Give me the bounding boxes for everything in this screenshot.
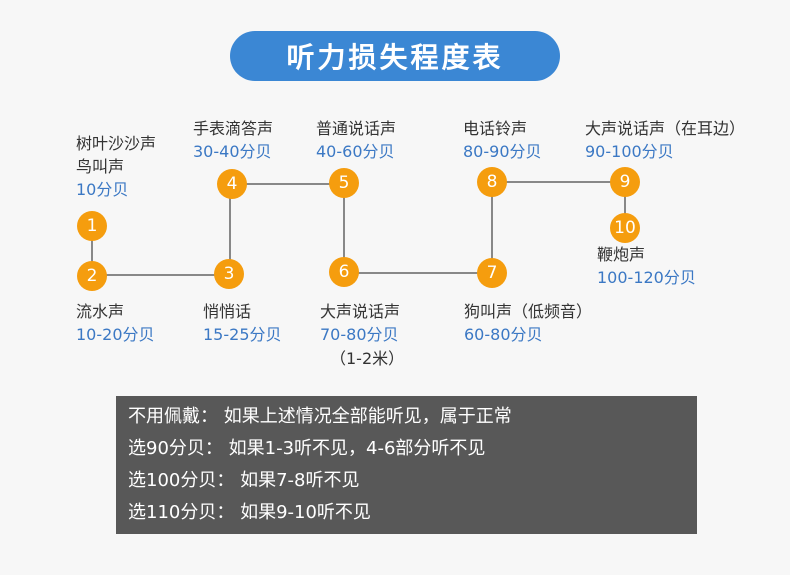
note-row-100db: 选100分贝： 如果7-8听不见 xyxy=(128,470,360,491)
node-9-name: 大声说话声（在耳边） xyxy=(585,119,746,138)
label-node-5: 普通说话声 40-60分贝 xyxy=(316,117,396,164)
notes-box: 不用佩戴： 如果上述情况全部能听见，属于正常 选90分贝： 如果1-3听不见，4… xyxy=(116,396,697,534)
node-4: 4 xyxy=(217,169,247,199)
node-8: 8 xyxy=(477,167,507,197)
node-10: 10 xyxy=(610,213,640,243)
node-3-name: 悄悄话 xyxy=(203,302,252,321)
node-1-db: 10分贝 xyxy=(76,180,129,199)
note-row-110db: 选110分贝： 如果9-10听不见 xyxy=(128,502,371,523)
page-title: 听力损失程度表 xyxy=(286,41,504,74)
node-3: 3 xyxy=(214,259,244,289)
node-1-name-line2: 鸟叫声 xyxy=(76,157,125,176)
node-4-db: 30-40分贝 xyxy=(193,142,272,161)
label-node-10: 鞭炮声 100-120分贝 xyxy=(597,243,696,290)
node-6: 6 xyxy=(329,257,359,287)
title-banner: 听力损失程度表 xyxy=(230,31,560,81)
node-10-name: 鞭炮声 xyxy=(597,245,646,264)
node-6-distance: （1-2米） xyxy=(330,349,405,368)
label-node-1: 树叶沙沙声 鸟叫声 10分贝 xyxy=(76,132,156,202)
node-2: 2 xyxy=(77,261,107,291)
label-node-7: 狗叫声（低频音） 60-80分贝 xyxy=(464,300,592,347)
node-6-name: 大声说话声 xyxy=(320,302,401,321)
node-5-db: 40-60分贝 xyxy=(316,142,395,161)
node-7-name: 狗叫声（低频音） xyxy=(464,302,593,321)
node-4-name: 手表滴答声 xyxy=(193,119,274,138)
label-node-6: 大声说话声 70-80分贝 （1-2米） xyxy=(320,300,404,371)
node-6-db: 70-80分贝 xyxy=(320,325,399,344)
node-2-db: 10-20分贝 xyxy=(76,325,155,344)
label-node-3: 悄悄话 15-25分贝 xyxy=(203,300,282,347)
node-8-db: 80-90分贝 xyxy=(463,142,542,161)
label-node-4: 手表滴答声 30-40分贝 xyxy=(193,117,273,164)
label-node-8: 电话铃声 80-90分贝 xyxy=(463,117,542,164)
note-row-90db: 选90分贝： 如果1-3听不见，4-6部分听不见 xyxy=(128,438,486,459)
node-7-db: 60-80分贝 xyxy=(464,325,543,344)
node-1-name-line1: 树叶沙沙声 xyxy=(76,134,157,153)
note-row-normal: 不用佩戴： 如果上述情况全部能听见，属于正常 xyxy=(128,406,512,427)
node-10-db: 100-120分贝 xyxy=(597,268,696,287)
connector-path-7-10 xyxy=(491,181,626,273)
node-1: 1 xyxy=(77,211,107,241)
node-7: 7 xyxy=(477,258,507,288)
node-5-name: 普通说话声 xyxy=(316,119,397,138)
node-5: 5 xyxy=(329,168,359,198)
node-8-name: 电话铃声 xyxy=(463,119,528,138)
node-9-db: 90-100分贝 xyxy=(585,142,674,161)
node-9: 9 xyxy=(610,167,640,197)
node-3-db: 15-25分贝 xyxy=(203,325,282,344)
label-node-2: 流水声 10-20分贝 xyxy=(76,300,155,347)
label-node-9: 大声说话声（在耳边） 90-100分贝 xyxy=(585,117,745,164)
node-2-name: 流水声 xyxy=(76,302,125,321)
